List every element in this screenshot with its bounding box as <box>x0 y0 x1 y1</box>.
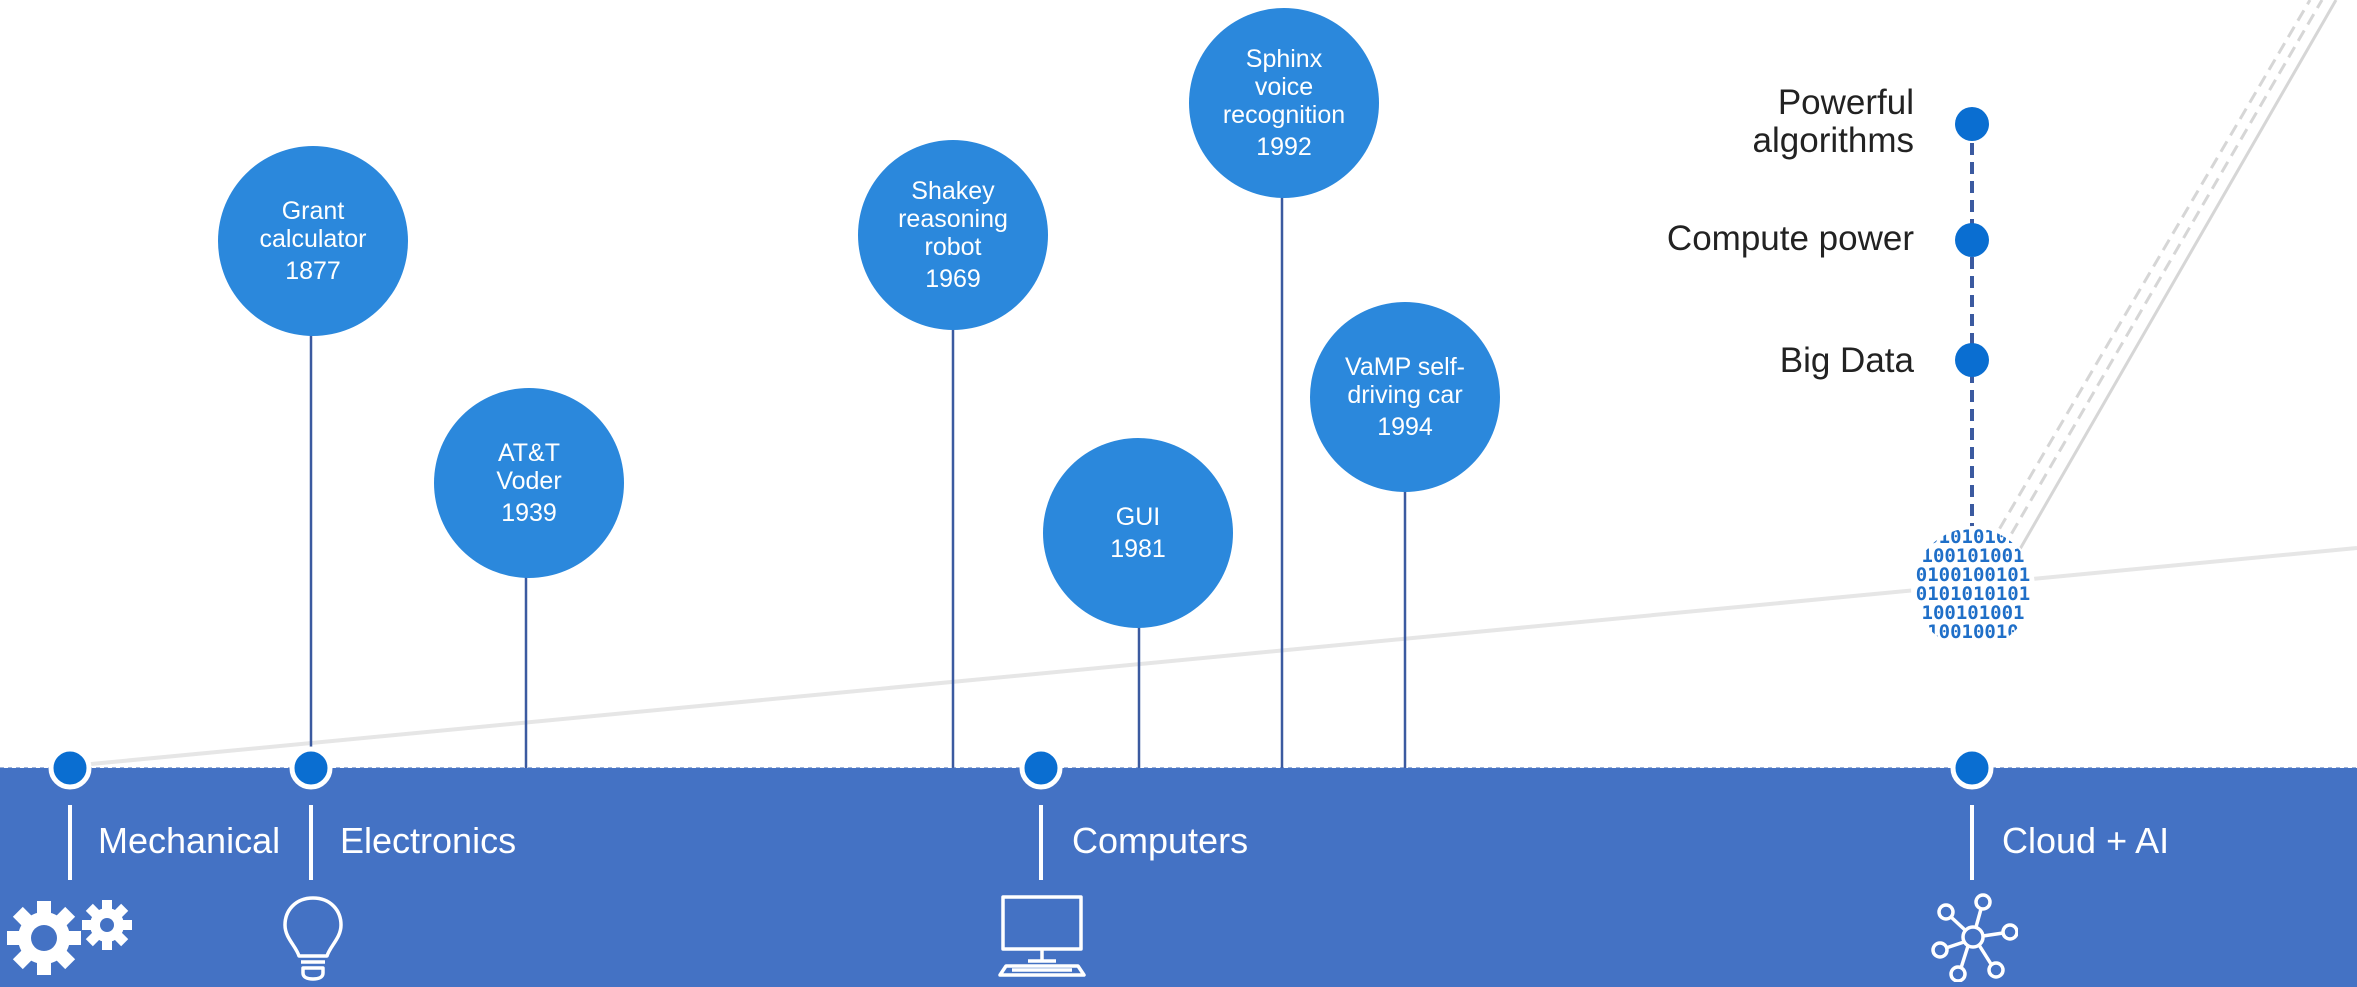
milestone-label: Sphinx voice recognition <box>1222 45 1346 129</box>
milestone-label: VaMP self- driving car <box>1345 353 1465 409</box>
milestone-label: AT&T Voder <box>496 439 562 495</box>
era-label-electronics: Electronics <box>340 820 517 861</box>
binary-row: 10010010 <box>1927 621 2019 643</box>
milestone-year: 1981 <box>1110 535 1166 563</box>
diagonal-guide-line <box>2000 0 2324 551</box>
milestone-label: GUI <box>1115 503 1161 531</box>
milestone-label: Shakey reasoning robot <box>898 177 1008 261</box>
milestone-year: 1969 <box>925 265 981 293</box>
factor-label-compute-power: Compute power <box>1666 219 1914 258</box>
computer-icon <box>998 895 1086 977</box>
milestone-grant-calculator: Grant calculator 1877 <box>218 146 408 336</box>
gears-icon <box>7 900 132 975</box>
milestone-year: 1877 <box>285 257 341 285</box>
diagonal-guide-line <box>1988 0 2312 546</box>
binary-row: 0101010101 <box>1916 583 2030 605</box>
milestone-gui: GUI 1981 <box>1043 438 1233 628</box>
factor-label-big-data: Big Data <box>1779 341 1914 380</box>
diagonal-guide-line <box>2014 0 2338 557</box>
milestone-vamp-self-driving-car: VaMP self- driving car 1994 <box>1310 302 1500 492</box>
milestone-year: 1992 <box>1256 133 1312 161</box>
milestone-shakey-robot: Shakey reasoning robot 1969 <box>858 140 1048 330</box>
binary-row: 01010101 <box>1927 526 2019 548</box>
eras-band <box>0 768 2357 987</box>
binary-row: 100101001 <box>1922 545 2025 567</box>
lightbulb-icon <box>283 896 343 981</box>
milestone-year: 1939 <box>501 499 557 527</box>
milestone-year: 1994 <box>1377 413 1433 441</box>
network-icon <box>1931 893 2018 982</box>
era-label-computers: Computers <box>1072 820 1249 861</box>
binary-data-sphere: 01010101 100101001 0100100101 0101010101… <box>1911 526 2035 650</box>
milestone-label: Grant calculator <box>259 197 367 253</box>
binary-row: 100101001 <box>1922 602 2025 624</box>
era-label-cloud-ai: Cloud + AI <box>2002 820 2170 861</box>
binary-row: 0100100101 <box>1916 564 2030 586</box>
milestone-sphinx-voice-recognition: Sphinx voice recognition 1992 <box>1189 8 1379 198</box>
era-label-mechanical: Mechanical <box>98 820 281 861</box>
factor-label-powerful-algorithms: Powerful algorithms <box>1752 83 1914 160</box>
milestone-att-voder: AT&T Voder 1939 <box>434 388 624 578</box>
